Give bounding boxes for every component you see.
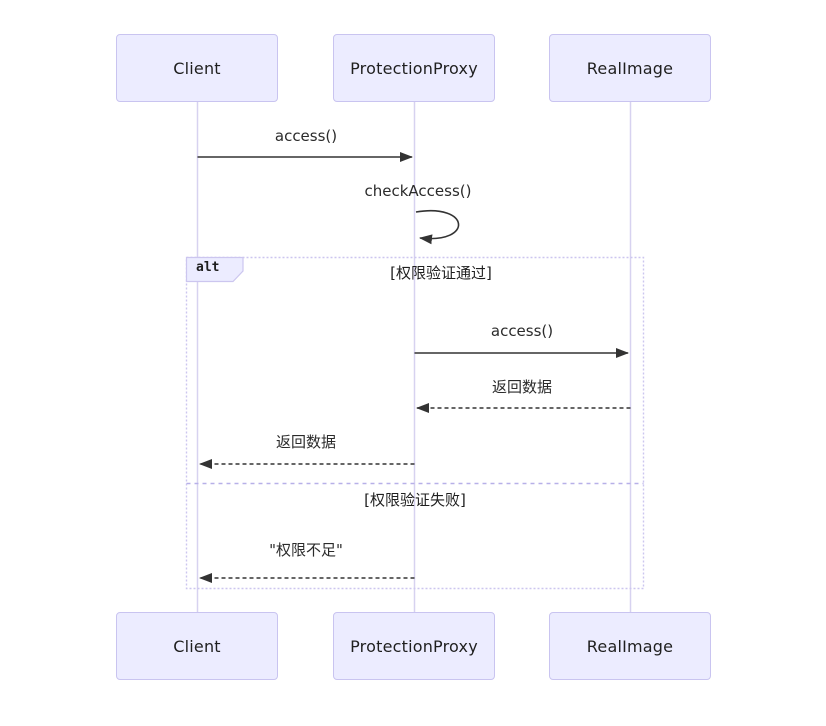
- alt-condition-pass: [权限验证通过]: [390, 264, 492, 282]
- message-arrow-check-access-self-loop: [415, 209, 460, 245]
- message-label-check-access: checkAccess(): [364, 182, 472, 200]
- actor-bottom-protection-proxy: ProtectionProxy: [333, 612, 495, 680]
- actor-top-protection-proxy: ProtectionProxy: [333, 34, 495, 102]
- alt-label-tab: [185, 256, 244, 283]
- alt-keyword-label: alt: [196, 260, 220, 275]
- actor-bottom-real-image: RealImage: [549, 612, 711, 680]
- alt-frame: [185, 256, 645, 590]
- actor-bottom-client: Client: [116, 612, 278, 680]
- message-label-return-data-1: 返回数据: [491, 378, 553, 396]
- message-label-denied: "权限不足": [269, 541, 343, 559]
- message-label-return-data-2: 返回数据: [275, 433, 337, 451]
- actor-top-real-image: RealImage: [549, 34, 711, 102]
- message-label-access-1: access(): [274, 127, 338, 145]
- alt-condition-fail: [权限验证失败]: [364, 491, 466, 509]
- message-label-access-2: access(): [490, 322, 554, 340]
- actor-top-client: Client: [116, 34, 278, 102]
